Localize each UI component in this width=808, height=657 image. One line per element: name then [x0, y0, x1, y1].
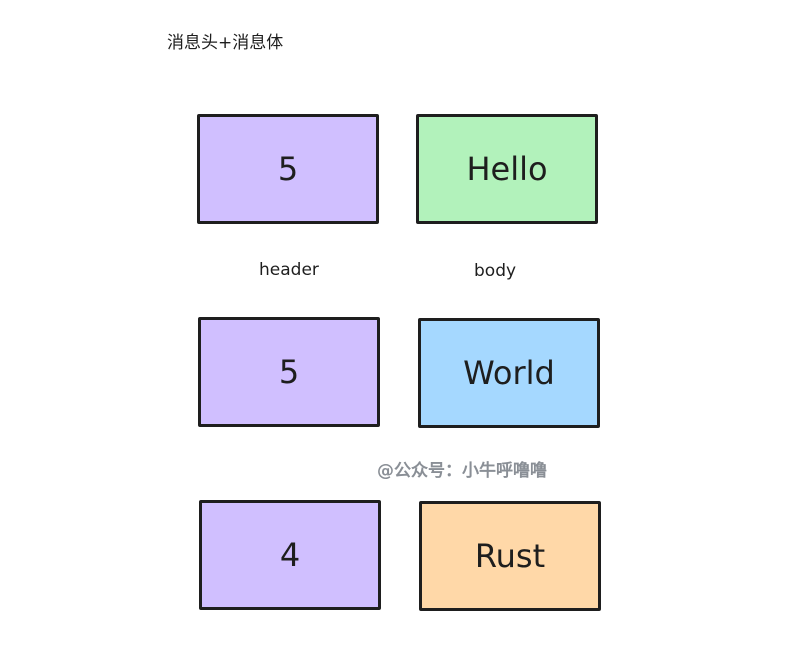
header-box-3: 4: [199, 500, 381, 610]
diagram-title: 消息头+消息体: [167, 33, 284, 53]
body-box-2: World: [418, 318, 600, 428]
body-label: body: [474, 261, 517, 281]
header-box-2: 5: [198, 317, 380, 427]
header-label: header: [259, 260, 319, 280]
body-box-3: Rust: [419, 501, 601, 611]
header-box-1: 5: [197, 114, 379, 224]
watermark: @公众号：小牛呼噜噜: [377, 461, 547, 481]
body-box-1: Hello: [416, 114, 598, 224]
